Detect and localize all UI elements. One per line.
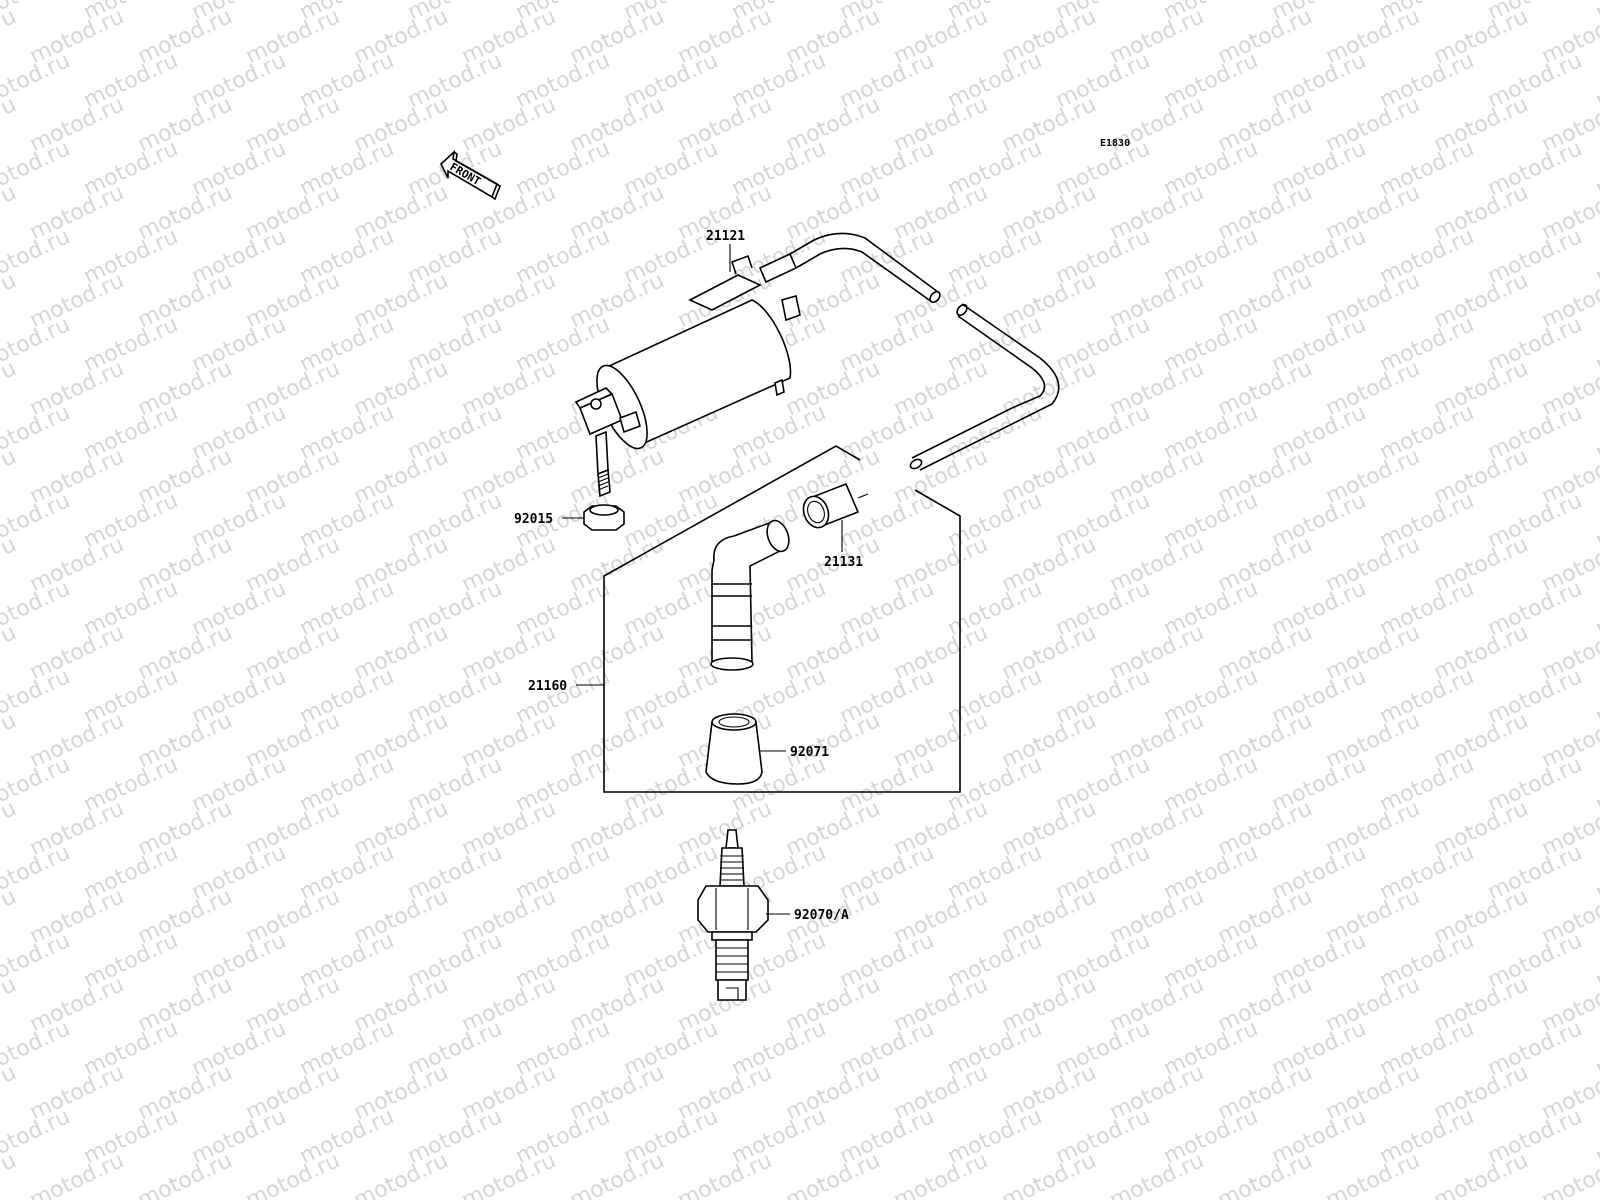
watermark-text: motod.ru (0, 1148, 20, 1200)
spark-plug-92070a-drawing (697, 829, 769, 1001)
watermark-text: motod.ru (26, 1148, 128, 1200)
watermark-text: motod.ru (1592, 136, 1600, 201)
part-label-21160: 21160 (528, 679, 567, 694)
watermark-text: motod.ru (566, 1148, 668, 1200)
watermark-text: motod.ru (0, 884, 20, 949)
seal-92071-drawing (705, 713, 763, 785)
assembly-box (603, 445, 961, 793)
watermark-text: motod.ru (1592, 840, 1600, 905)
watermark-text: motod.ru (0, 532, 20, 597)
watermark-text: motod.ru (1592, 664, 1600, 729)
diagram-code: E1830 (1100, 138, 1130, 149)
watermark-text: motod.ru (890, 1148, 992, 1200)
watermark-text: motod.ru (1592, 0, 1600, 25)
watermark-text: motod.ru (0, 972, 20, 1037)
watermark-text: motod.ru (458, 1148, 560, 1200)
watermark-text: motod.ru (134, 1148, 236, 1200)
watermark-text: motod.ru (1106, 1148, 1208, 1200)
watermark-text: motod.ru (0, 92, 20, 157)
watermark-text: motod.ru (0, 356, 20, 421)
watermark-text: motod.ru (1592, 576, 1600, 641)
watermark-text: motod.ru (782, 1148, 884, 1200)
part-label-21131: 21131 (824, 555, 863, 570)
watermark-text: motod.ru (1538, 1148, 1600, 1200)
watermark-text: motod.ru (1214, 1148, 1316, 1200)
cap-21131-drawing (802, 482, 869, 529)
watermark-text: motod.ru (0, 1060, 20, 1125)
leader-lines (562, 244, 843, 915)
ignition-coil-drawing (574, 252, 801, 498)
watermark-text: motod.ru (1592, 400, 1600, 465)
watermark-text: motod.ru (0, 444, 20, 509)
watermark-text: motod.ru (1592, 488, 1600, 553)
watermark-text: motod.ru (0, 268, 20, 333)
nut-92015-drawing (583, 504, 625, 531)
watermark-text: motod.ru (1322, 1148, 1424, 1200)
watermark-text: motod.ru (1592, 1104, 1600, 1169)
plug-cap-21160-drawing (710, 519, 790, 671)
watermark-text: motod.ru (1592, 224, 1600, 289)
watermark-text: motod.ru (998, 1148, 1100, 1200)
watermark-text: motod.ru (1592, 928, 1600, 993)
watermark-text: motod.ru (350, 1148, 452, 1200)
watermark-text: motod.ru (1592, 752, 1600, 817)
watermark-text: motod.ru (0, 708, 20, 773)
watermark-text: motod.ru (1592, 48, 1600, 113)
watermark-text: motod.ru (0, 4, 20, 69)
watermark-text: motod.ru (0, 796, 20, 861)
watermark-text: motod.ru (674, 1148, 776, 1200)
watermark-text: motod.ru (0, 180, 20, 245)
ht-cable-drawing (789, 232, 1060, 471)
watermark-text: motod.ru (0, 620, 20, 685)
part-label-92070a: 92070/A (794, 908, 849, 923)
watermark-text: motod.ru (242, 1148, 344, 1200)
part-label-92071: 92071 (790, 745, 829, 760)
part-label-92015: 92015 (514, 512, 553, 527)
watermark-text: motod.ru (1430, 1148, 1532, 1200)
part-label-21121: 21121 (706, 229, 745, 244)
watermark-text: motod.ru (1592, 312, 1600, 377)
watermark-text: motod.ru (1592, 1016, 1600, 1081)
